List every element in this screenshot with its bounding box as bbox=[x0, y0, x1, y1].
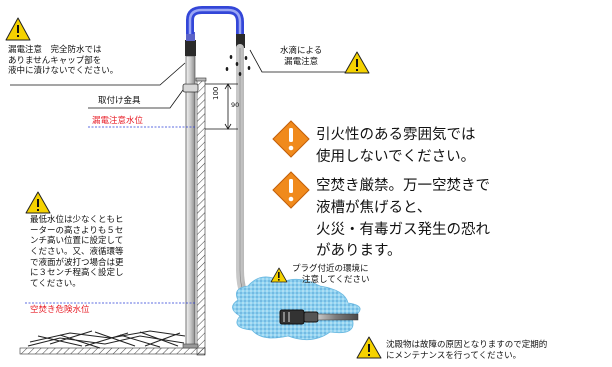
warning-icon bbox=[272, 171, 310, 209]
plug-environment-note: プラグ付近の環境に 注意してください bbox=[292, 264, 370, 285]
note-line: 水滴による bbox=[280, 46, 323, 56]
warning-line: 使用しないでください。 bbox=[316, 148, 476, 165]
plug-connector bbox=[279, 309, 359, 325]
warning-no-empty-heating-text: 空焚き厳禁。万一空焚きで 液槽が焦げると、 火災・有毒ガス発生の恐れ があります… bbox=[316, 176, 490, 263]
note-line: 最低水位は少なくともヒ bbox=[30, 215, 124, 225]
water-puddle bbox=[232, 276, 361, 341]
sediment-debris bbox=[27, 330, 186, 349]
power-cable-arch bbox=[186, 6, 244, 34]
caution-icon bbox=[356, 336, 382, 359]
leader-leak-caution bbox=[10, 62, 186, 86]
note-line: ありませんキャップ部を bbox=[8, 55, 102, 66]
note-line: にメンテナンスを行ってください。 bbox=[386, 350, 522, 361]
note-line: てください。 bbox=[30, 278, 81, 289]
note-line: 漏電注意 完全防水では bbox=[8, 45, 102, 55]
water-drops bbox=[225, 55, 251, 76]
note-line: ンチ高い位置に設定して bbox=[30, 236, 124, 247]
warning-flammable-text: 引火性のある雰囲気では 使用しないでください。 bbox=[316, 125, 476, 169]
warning-line: 液槽が焦げると、 bbox=[316, 199, 432, 216]
leader-water-drop bbox=[249, 49, 345, 73]
caution-icon bbox=[5, 17, 31, 41]
mounting-bracket bbox=[182, 77, 207, 93]
empty-heating-level-label: 空焚き危険水位 bbox=[30, 305, 90, 315]
mounting-bracket-label: 取付け金具 bbox=[98, 96, 141, 106]
note-line: 注意してください bbox=[302, 274, 370, 285]
warning-line: 火災・有毒ガス発生の恐れ bbox=[316, 221, 490, 238]
heater-tube bbox=[182, 83, 199, 349]
dimension-100-label: 100 bbox=[212, 86, 220, 100]
note-line: 漏電注意 bbox=[284, 56, 319, 67]
dimension-90-label: 90 bbox=[231, 101, 240, 109]
note-line: で液面が波打つ場合は更 bbox=[30, 257, 124, 268]
leak-caution-level-label: 漏電注意水位 bbox=[92, 116, 144, 126]
dimension-marker bbox=[205, 83, 238, 130]
note-line: プラグ付近の環境に bbox=[292, 264, 369, 274]
warning-line: 引火性のある雰囲気では bbox=[316, 127, 476, 143]
min-water-level-note: 最低水位は少なくともヒ ーターの高さよりも５セ ンチ高い位置に設定して ください… bbox=[30, 215, 124, 289]
note-line: 液中に漬けないでください。 bbox=[8, 66, 119, 77]
heater-cap bbox=[185, 32, 196, 85]
water-drop-leak-note: 水滴による 漏電注意 bbox=[280, 46, 322, 67]
warning-line: 空焚き厳禁。万一空焚きで bbox=[316, 178, 490, 194]
warning-icon bbox=[272, 120, 310, 158]
leak-caution-note: 漏電注意 完全防水では ありませんキャップ部を 液中に漬けないでください。 bbox=[8, 45, 118, 77]
sediment-maintenance-note: 沈殿物は故障の原因となりますので定期的 にメンテナンスを行ってください。 bbox=[386, 340, 547, 361]
note-line: ください。又、液循環等 bbox=[30, 246, 124, 257]
note-line: 沈殿物は故障の原因となりますので定期的 bbox=[386, 340, 548, 350]
warning-line: があります。 bbox=[316, 243, 402, 260]
caution-icon bbox=[270, 267, 288, 283]
leader-bracket bbox=[88, 89, 184, 109]
caution-icon bbox=[344, 51, 370, 74]
note-line: ーターの高さよりも５セ bbox=[30, 225, 124, 236]
caution-icon bbox=[25, 191, 51, 214]
note-line: に３センチ程高く設定し bbox=[30, 268, 124, 279]
